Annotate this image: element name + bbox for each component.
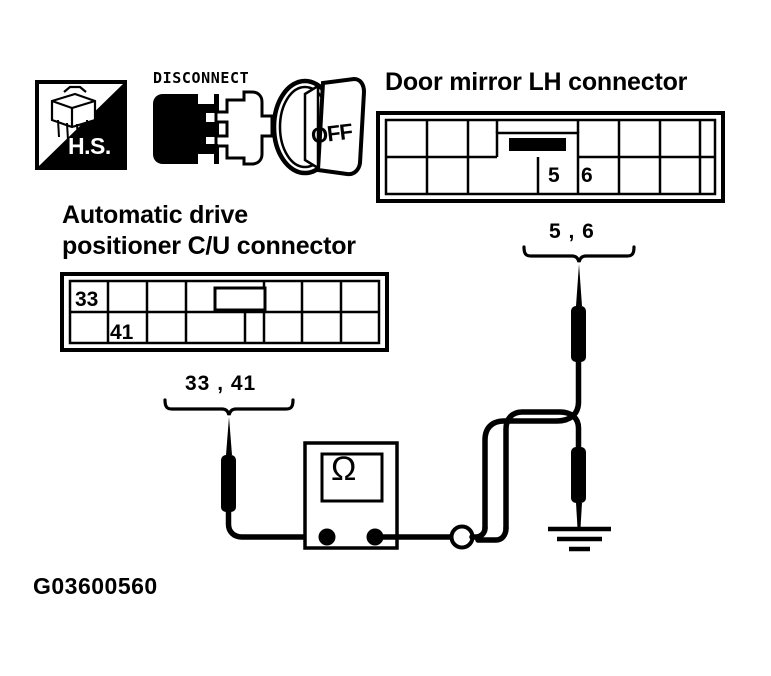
door-mirror-latch-bar <box>509 138 566 151</box>
pin-label-41: 41 <box>110 321 134 344</box>
ohmmeter-terminal-left <box>318 528 336 546</box>
probe-handle-left <box>221 455 236 512</box>
pin-label-33: 33 <box>75 288 99 311</box>
probe-handle-right-bottom <box>571 447 586 503</box>
right-probe-bracket <box>522 245 636 263</box>
meter-to-junction-wire <box>372 524 509 550</box>
left-test-probe-lead <box>221 417 311 540</box>
ground-symbol <box>548 526 611 552</box>
ohm-symbol: Ω <box>331 450 357 488</box>
ohmmeter-body <box>303 441 399 550</box>
ground-test-probe-lead <box>503 409 611 552</box>
disconnect-connector-icon <box>153 90 274 166</box>
pin-label-6: 6 <box>581 164 593 187</box>
bracket-label-33-41: 33 , 41 <box>185 372 257 395</box>
probe-handle-right-top <box>571 306 586 362</box>
adp-connector-title-line1: Automatic drive <box>62 201 248 229</box>
adp-connector-title-line2: positioner C/U connector <box>62 232 356 260</box>
hs-icon-label: H.S. <box>68 133 111 159</box>
right-test-probe-lead <box>482 264 586 531</box>
adp-latch-box <box>213 286 267 312</box>
figure-caption: G03600560 <box>33 573 158 599</box>
hands-free-symbol-icon <box>35 80 127 170</box>
ignition-off-label: OFF <box>309 118 354 149</box>
ohmmeter-display <box>320 452 384 503</box>
door-mirror-lh-connector-body <box>376 111 725 203</box>
left-probe-bracket <box>163 398 295 416</box>
pin-label-5: 5 <box>548 164 560 187</box>
door-mirror-connector-title: Door mirror LH connector <box>385 68 688 96</box>
ignition-switch-off-icon <box>271 76 367 177</box>
adp-cu-connector-body <box>60 272 389 352</box>
disconnect-icon-label: DISCONNECT <box>153 69 250 87</box>
bracket-label-5-6: 5 , 6 <box>549 220 595 243</box>
